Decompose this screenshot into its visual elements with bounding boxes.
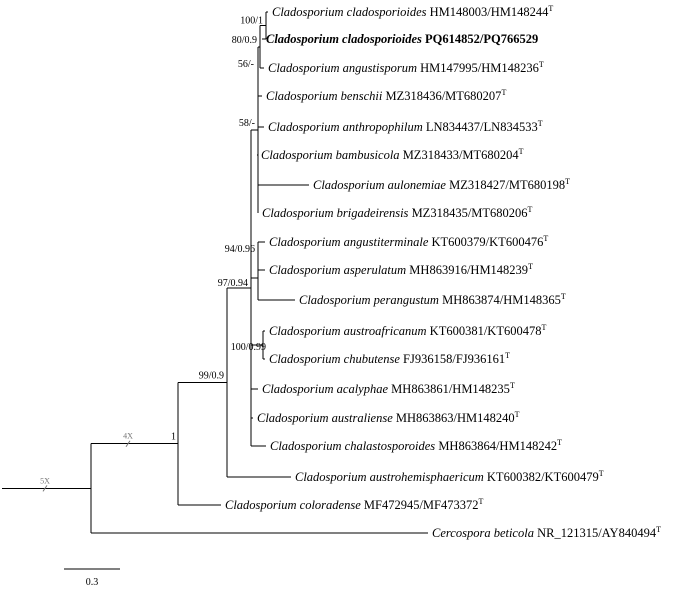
tip-species-name: Cladosporium austroafricanum	[269, 324, 427, 338]
tip-species-name: Cladosporium aulonemiae	[313, 178, 446, 192]
tip-accession: FJ936158/FJ936161	[400, 352, 505, 366]
tip-label-t10: Cladosporium asperulatum MH863916/HM1482…	[269, 262, 533, 277]
tip-label-t14: Cladosporium acalyphae MH863861/HM148235…	[262, 381, 515, 396]
tip-type-marker: T	[505, 351, 510, 360]
tip-species-name: Cladosporium cladosporioides	[272, 5, 427, 19]
tip-type-marker: T	[479, 497, 484, 506]
tip-label-t17: Cladosporium austrohemisphaericum KT6003…	[295, 469, 604, 484]
tip-label-t3: Cladosporium angustisporum HM147995/HM14…	[268, 60, 544, 75]
scale-bar-label: 0.3	[86, 577, 99, 588]
tip-type-marker: T	[528, 205, 533, 214]
tip-species-name: Cladosporium asperulatum	[269, 263, 406, 277]
tip-label-t1: Cladosporium cladosporioides HM148003/HM…	[272, 4, 553, 19]
tip-species-name: Cladosporium brigadeirensis	[262, 206, 409, 220]
break-label-root_branch: 5X	[40, 476, 50, 485]
tip-species-name: Cladosporium benschii	[266, 89, 383, 103]
break-label-clado_branch: 4X	[123, 432, 133, 441]
tree-branches	[2, 11, 428, 534]
tip-type-marker: T	[557, 438, 562, 447]
tip-accession: KT600382/KT600479	[484, 470, 599, 484]
tip-accession: MZ318427/MT680198	[446, 178, 565, 192]
tip-accession: MH863861/HM148235	[388, 382, 510, 396]
tip-label-t4: Cladosporium benschii MZ318436/MT680207T	[266, 88, 506, 103]
tip-type-marker: T	[541, 323, 546, 332]
tip-accession: KT600381/KT600478	[427, 324, 542, 338]
tip-type-marker: T	[538, 119, 543, 128]
tip-label-t18: Cladosporium coloradense MF472945/MF4733…	[225, 497, 484, 512]
tip-label-t8: Cladosporium brigadeirensis MZ318435/MT6…	[262, 205, 533, 220]
tip-type-marker: T	[548, 4, 553, 13]
tip-type-marker: T	[501, 88, 506, 97]
tip-label-t16: Cladosporium chalastosporoides MH863864/…	[270, 438, 562, 453]
break-marker-clado_branch	[125, 440, 131, 448]
tip-type-marker: T	[519, 147, 524, 156]
tip-accession: PQ614852/PQ766529	[422, 32, 538, 46]
tip-species-name: Cladosporium bambusicola	[261, 148, 400, 162]
tip-accession: MH863874/HM148365	[439, 293, 561, 307]
support-value-n_main: 99/0.9	[199, 370, 224, 381]
tip-label-t2: Cladosporium cladosporioides PQ614852/PQ…	[266, 32, 538, 46]
tip-accession: MZ318436/MT680207	[382, 89, 501, 103]
tip-species-name: Cladosporium australiense	[257, 411, 393, 425]
tip-type-marker: T	[561, 292, 566, 301]
break-marker-root_branch	[42, 485, 48, 492]
tip-type-marker: T	[528, 262, 533, 271]
tip-accession: NR_121315/AY840494	[534, 526, 657, 540]
tip-species-name: Cladosporium anthropophilum	[268, 120, 423, 134]
tip-accession: HM148003/HM148244	[427, 5, 550, 19]
tip-species-name: Cladosporium angustiterminale	[269, 235, 429, 249]
tip-species-name: Cladosporium coloradense	[225, 498, 361, 512]
tip-type-marker: T	[510, 381, 515, 390]
support-value-n_cladeC: 97/0.94	[218, 278, 248, 289]
tip-labels: Cladosporium cladosporioides HM148003/HM…	[225, 4, 661, 540]
tip-accession: MH863864/HM148242	[435, 439, 557, 453]
tip-species-name: Cladosporium austrohemisphaericum	[295, 470, 484, 484]
support-value-n_cladeB: 94/0.96	[225, 244, 255, 255]
support-value-n_clado: 1	[171, 432, 176, 443]
tip-species-name: Cladosporium chubutense	[269, 352, 400, 366]
tip-label-t15: Cladosporium australiense MH863863/HM148…	[257, 410, 520, 425]
tip-type-marker: T	[565, 177, 570, 186]
tip-type-marker: T	[515, 410, 520, 419]
tip-accession: MZ318433/MT680204	[400, 148, 520, 162]
tip-label-t13: Cladosporium chubutense FJ936158/FJ93616…	[269, 351, 510, 366]
tip-species-name: Cladosporium chalastosporoides	[270, 439, 435, 453]
support-value-n_cladeA: 58/-	[239, 118, 255, 129]
tip-label-t5: Cladosporium anthropophilum LN834437/LN8…	[268, 119, 543, 134]
scale-bar: 0.3	[64, 568, 120, 588]
tip-accession: MH863863/HM148240	[393, 411, 515, 425]
tip-label-t7: Cladosporium aulonemiae MZ318427/MT68019…	[313, 177, 570, 192]
tip-species-name: Cladosporium perangustum	[299, 293, 439, 307]
tip-type-marker: T	[599, 469, 604, 478]
tip-type-marker: T	[543, 234, 548, 243]
tip-species-name: Cercospora beticola	[432, 526, 534, 540]
support-value-n_clado2: 80/0.9	[232, 35, 257, 46]
tip-label-t11: Cladosporium perangustum MH863874/HM1483…	[299, 292, 566, 307]
support-value-n_cc: 100/1	[240, 16, 263, 27]
branch-break-markers: 5X 4X	[40, 432, 133, 492]
tip-label-t9: Cladosporium angustiterminale KT600379/K…	[269, 234, 548, 249]
support-value-n_ang: 56/-	[238, 59, 254, 70]
support-value-n_cladeC2: 100/0.99	[231, 342, 266, 353]
tip-accession: KT600379/KT600476	[428, 235, 543, 249]
tip-label-t6: Cladosporium bambusicola MZ318433/MT6802…	[261, 147, 524, 162]
tip-accession: MF472945/MF473372	[361, 498, 479, 512]
tip-label-t19: Cercospora beticola NR_121315/AY840494T	[432, 525, 661, 540]
tip-accession: LN834437/LN834533	[423, 120, 538, 134]
tip-label-t12: Cladosporium austroafricanum KT600381/KT…	[269, 323, 546, 338]
support-values: 100/1 80/0.9 56/- 58/- 94/0.96 97/0.94 100/0.9…	[171, 16, 266, 443]
tip-type-marker: T	[539, 60, 544, 69]
tip-species-name: Cladosporium cladosporioides	[266, 32, 422, 46]
tip-accession: MZ318435/MT680206	[408, 206, 527, 220]
tip-type-marker: T	[656, 525, 661, 534]
tip-accession: MH863916/HM148239	[406, 263, 528, 277]
tip-accession: HM147995/HM148236	[417, 61, 539, 75]
tip-species-name: Cladosporium angustisporum	[268, 61, 417, 75]
tip-species-name: Cladosporium acalyphae	[262, 382, 388, 396]
